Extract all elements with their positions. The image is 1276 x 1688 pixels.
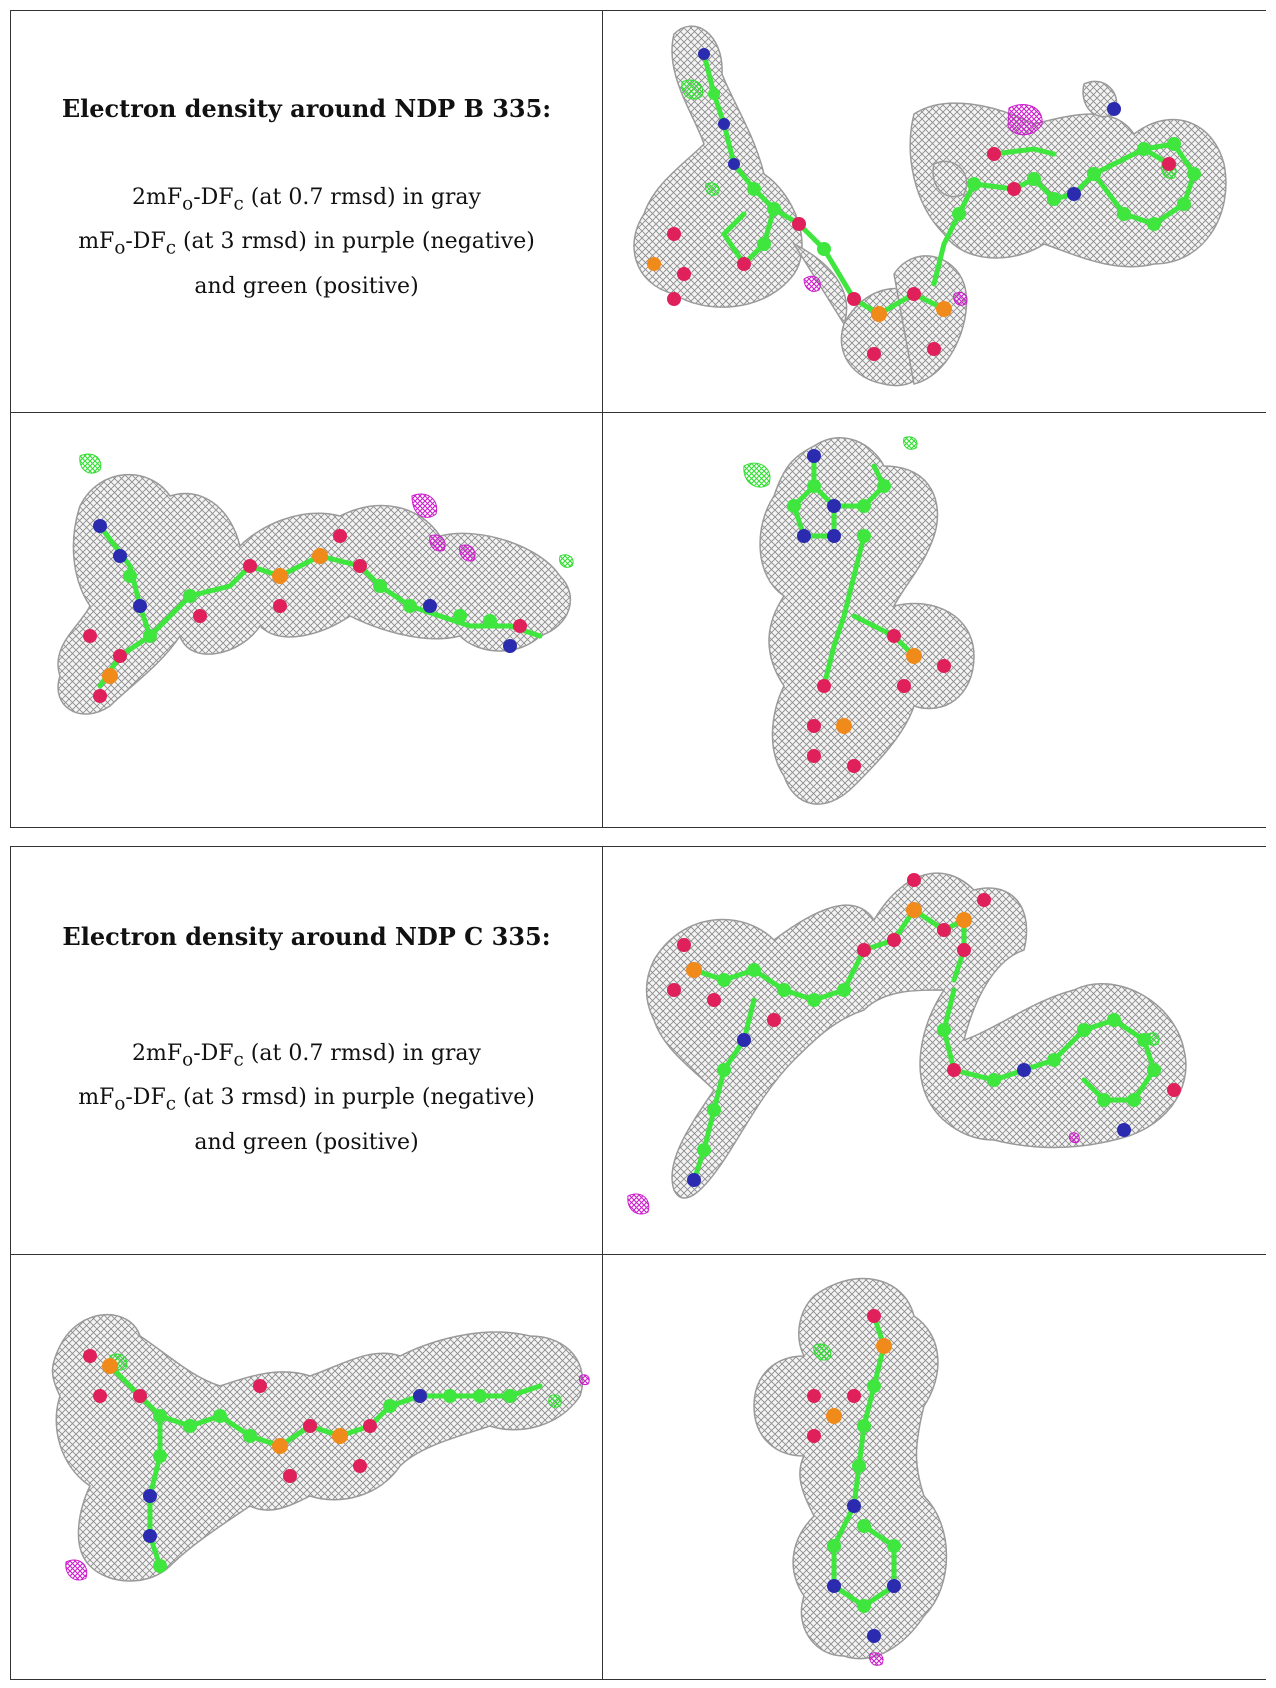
caption-cell-ndp-c: Electron density around NDP C 335: 2mFo-… [11,922,602,1162]
density-image-b-view1 [614,14,1264,406]
panel-heading: Electron density around NDP C 335: [62,922,551,951]
density-image-b-view2 [20,426,596,822]
density-image-c-view2 [20,1266,596,1670]
panel-heading: Electron density around NDP B 335: [61,94,552,123]
caption-cell-ndp-b: Electron density around NDP B 335: 2mFo-… [11,94,602,306]
density-image-b-view3 [614,426,1264,822]
density-legend: 2mFo-DFc (at 0.7 rmsd) in gray mFo-DFc (… [78,185,535,299]
figure-table-ndp-c: Electron density around NDP C 335: 2mFo-… [10,846,1266,1680]
figure-table-ndp-b: Electron density around NDP B 335: 2mFo-… [10,10,1266,828]
density-image-c-view1 [614,850,1264,1250]
density-legend: 2mFo-DFc (at 0.7 rmsd) in gray mFo-DFc (… [78,1041,535,1155]
density-image-c-view3 [614,1266,1264,1676]
